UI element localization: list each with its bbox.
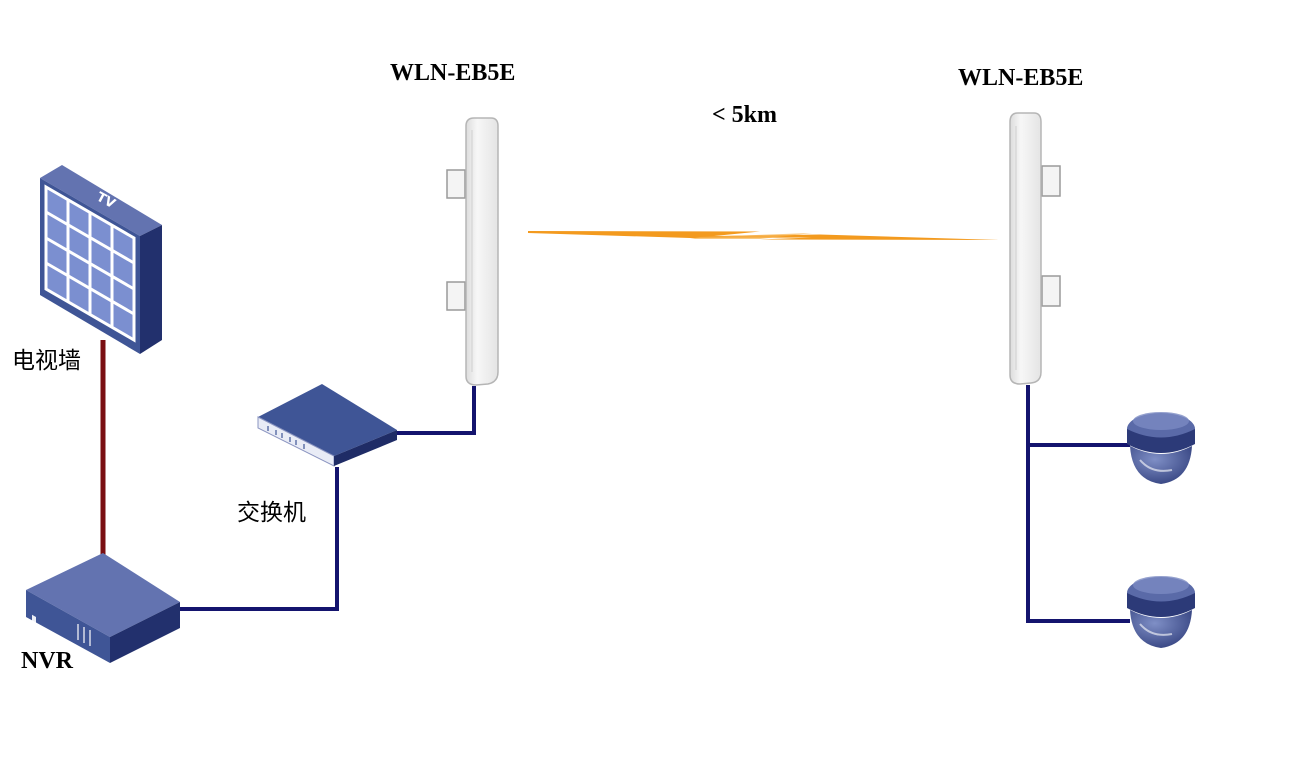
switch-label: 交换机	[237, 500, 306, 526]
bridge-left-label: WLN-EB5E	[390, 60, 516, 86]
camera-2-icon	[1127, 576, 1195, 648]
bridge-right-icon	[1009, 112, 1061, 385]
bridge-left-icon	[446, 117, 499, 386]
camera-1-icon	[1127, 412, 1195, 484]
nvr-label: NVR	[21, 648, 73, 674]
wireless-link	[528, 231, 1000, 240]
bridge-right-label: WLN-EB5E	[958, 65, 1084, 91]
distance-label: < 5km	[712, 102, 778, 128]
tv-wall-label: 电视墙	[12, 348, 81, 374]
cable-nvr-to-switch	[180, 467, 339, 611]
nvr-icon	[26, 553, 180, 663]
cable-switch-to-bridge-left	[395, 386, 476, 435]
switch-icon	[257, 384, 397, 467]
cables	[100, 340, 1130, 623]
cable-bridge-right-to-cameras	[1026, 385, 1130, 623]
tv-wall-icon: TV	[40, 165, 162, 354]
